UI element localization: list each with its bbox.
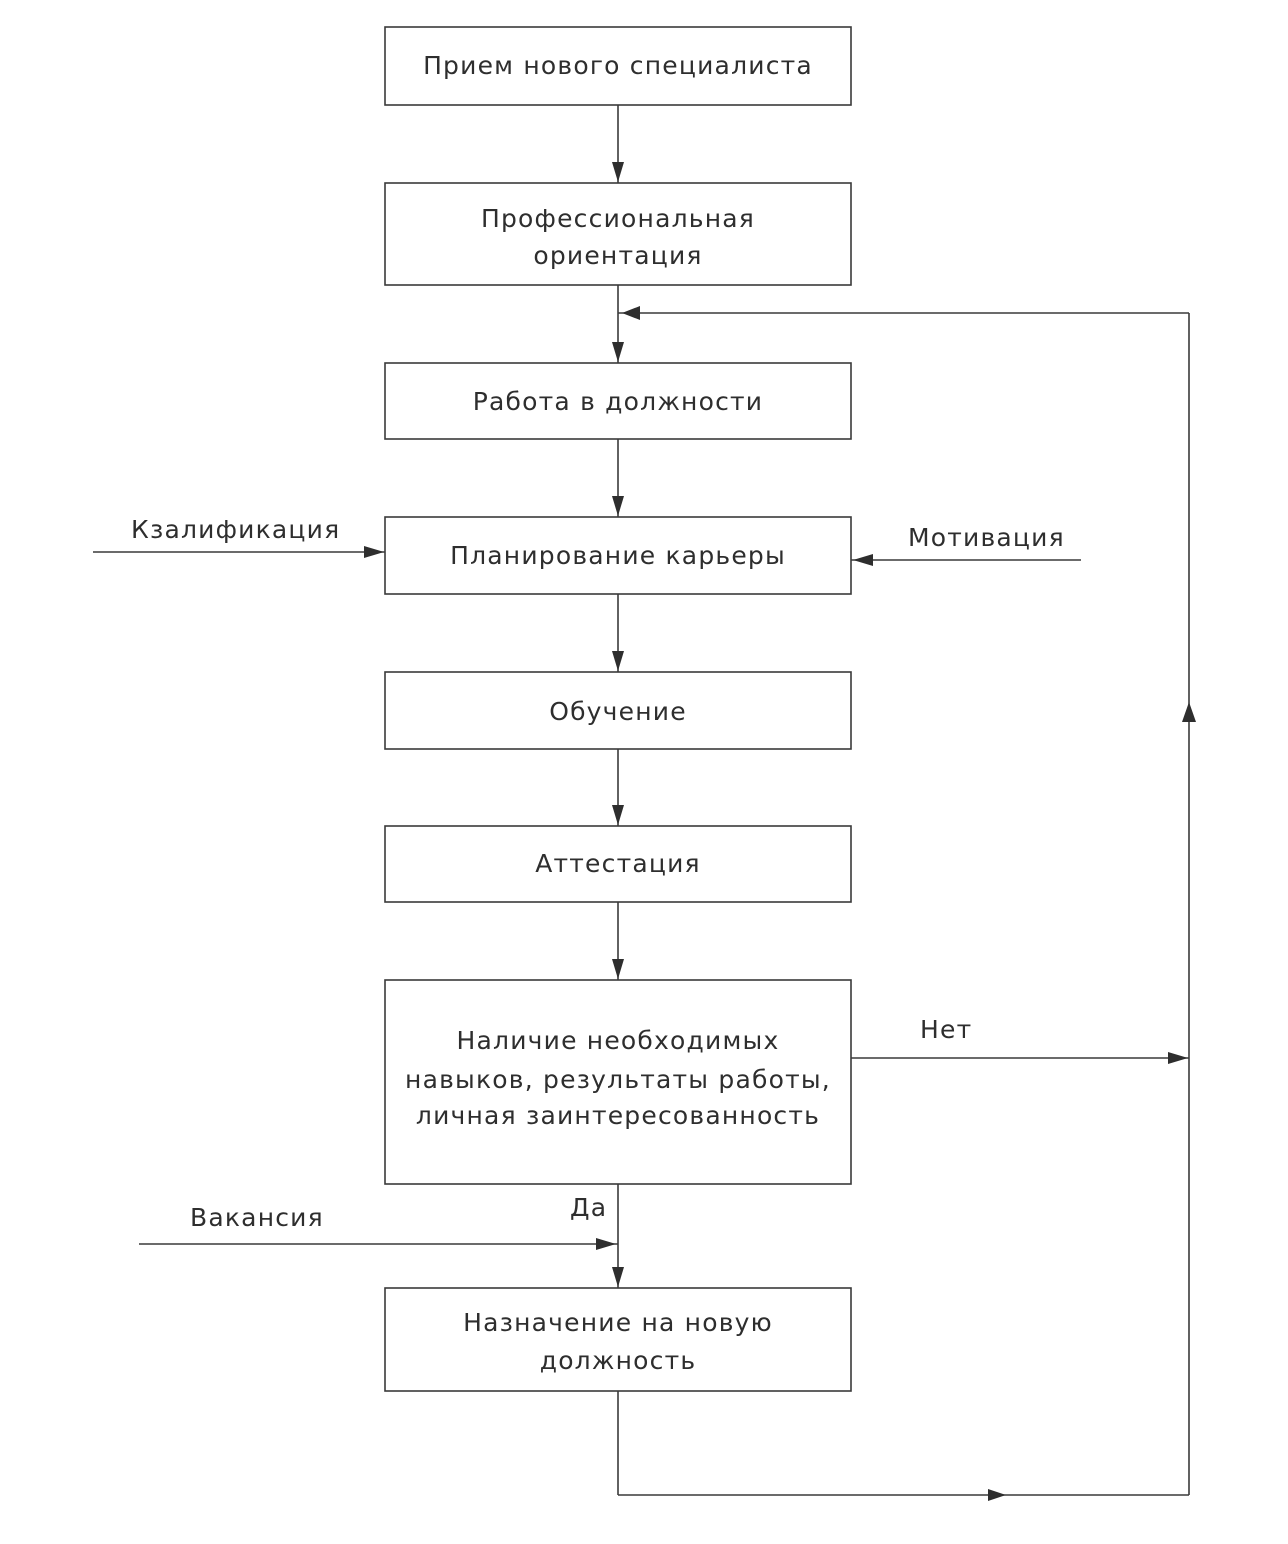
arrowhead-qualification <box>364 546 384 558</box>
box-decision-label-1: Наличие необходимых <box>457 1026 780 1055</box>
arrowhead-decision <box>612 959 624 979</box>
box-orientation-label-1: Профессиональная <box>481 204 755 233</box>
box-hire-label: Прием нового специалиста <box>423 51 813 80</box>
label-motivation: Мотивация <box>908 523 1065 552</box>
box-orientation: Профессиональная ориентация <box>384 182 852 286</box>
box-attestation: Аттестация <box>384 825 852 903</box>
label-yes: Да <box>570 1193 607 1222</box>
box-appointment-label-1: Назначение на новую <box>463 1308 773 1337</box>
box-planning: Планирование карьеры <box>384 516 852 595</box>
arrowhead-right-riser <box>1182 702 1196 722</box>
label-no: Нет <box>920 1015 972 1044</box>
box-training-label: Обучение <box>549 697 687 726</box>
arrowhead-motivation <box>853 554 873 566</box>
box-appointment-label-2: должность <box>540 1346 697 1375</box>
box-work-label: Работа в должности <box>473 387 764 416</box>
box-decision: Наличие необходимых навыков, результаты … <box>384 979 852 1185</box>
arrowhead-decision-no <box>1168 1052 1188 1064</box>
box-decision-label-3: личная заинтересованность <box>416 1101 820 1130</box>
arrowhead-bottom-return <box>988 1489 1006 1501</box>
box-training: Обучение <box>384 671 852 750</box>
arrowhead-vacancy <box>596 1238 616 1250</box>
label-vacancy: Вакансия <box>190 1203 324 1232</box>
box-hire: Прием нового специалиста <box>384 26 852 106</box>
arrowhead-work <box>612 342 624 362</box>
box-decision-label-2: навыков, результаты работы, <box>405 1065 831 1094</box>
arrowhead-appointment <box>612 1267 624 1287</box>
arrowhead-top-return <box>622 306 640 320</box>
label-qualification: Кзалификация <box>131 515 340 544</box>
arrowhead-planning <box>612 496 624 516</box>
box-attestation-label: Аттестация <box>535 849 701 878</box>
box-appointment: Назначение на новую должность <box>384 1287 852 1392</box>
box-orientation-label-2: ориентация <box>533 241 702 270</box>
arrowhead-attestation <box>612 805 624 825</box>
arrowhead-orientation <box>612 162 624 182</box>
arrowhead-training <box>612 651 624 671</box>
box-work: Работа в должности <box>384 362 852 440</box>
box-planning-label: Планирование карьеры <box>450 541 786 570</box>
